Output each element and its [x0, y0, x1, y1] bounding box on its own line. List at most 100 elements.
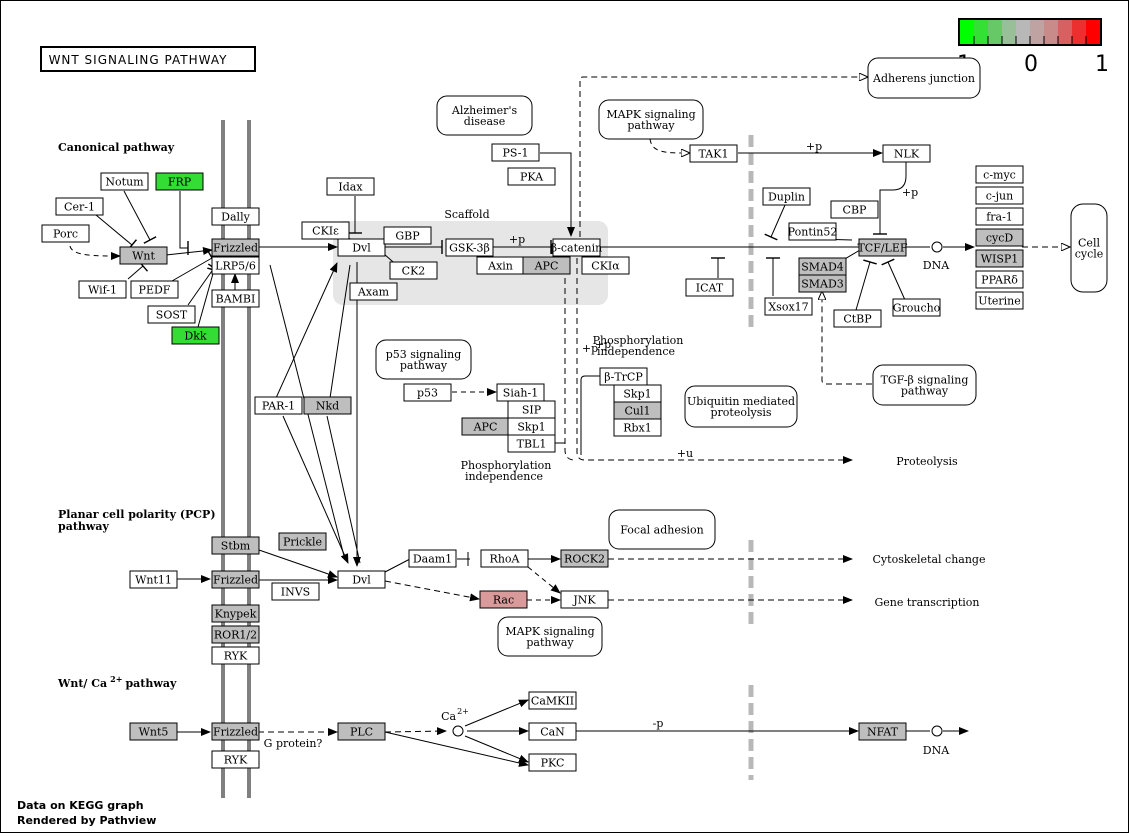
gene-node-ctbp[interactable]: CtBP: [833, 309, 882, 328]
gene-node-ck2[interactable]: CK2: [389, 261, 438, 280]
gene-node-skp1b[interactable]: Skp1: [613, 384, 662, 403]
gene-node-rock2[interactable]: ROCK2: [560, 549, 609, 568]
gene-node-duplin[interactable]: Duplin: [762, 187, 811, 206]
gene-node-tak1[interactable]: TAK1: [689, 144, 738, 163]
gene-node-sost[interactable]: SOST: [147, 305, 196, 324]
gene-node-icat[interactable]: ICAT: [685, 278, 734, 297]
gene-node-frp[interactable]: FRP: [155, 172, 204, 191]
gene-node-pka[interactable]: PKA: [507, 167, 556, 186]
gene-node-frizzled3[interactable]: Frizzled: [211, 722, 260, 741]
gene-node-wif1[interactable]: Wif-1: [78, 280, 127, 299]
gene-node-nlk[interactable]: NLK: [882, 144, 931, 163]
note-p-gsk: +p: [509, 233, 525, 246]
gene-node-wnt[interactable]: Wnt: [119, 246, 168, 265]
gene-node-frizzled2[interactable]: Frizzled: [211, 570, 260, 589]
gene-node-dkk[interactable]: Dkk: [171, 326, 220, 345]
gene-node-dvl2[interactable]: Dvl: [337, 570, 386, 589]
gene-node-cer1[interactable]: Cer-1: [55, 197, 104, 216]
gene-node-camkii[interactable]: CaMKII: [528, 691, 577, 710]
gene-node-ckie[interactable]: CKIε: [301, 221, 350, 240]
gene-node-ppard[interactable]: PPARδ: [975, 270, 1024, 289]
gene-node-ckia[interactable]: CKIα: [581, 256, 630, 275]
gene-node-tbl1[interactable]: TBL1: [507, 434, 556, 453]
note-p-tak: +p: [806, 140, 822, 153]
gene-node-ryk1[interactable]: RYK: [211, 646, 260, 665]
gene-node-tcflef[interactable]: TCF/LEF: [857, 238, 908, 257]
gene-node-lrp56[interactable]: LRP5/6: [211, 256, 260, 275]
gene-node-siah1[interactable]: Siah-1: [496, 383, 545, 402]
gene-box: [211, 238, 260, 257]
gene-box: [211, 604, 260, 623]
gene-node-gsk3b[interactable]: GSK-3β: [445, 238, 494, 257]
gene-node-idax[interactable]: Idax: [326, 177, 375, 196]
gene-node-rbx1[interactable]: Rbx1: [613, 418, 662, 437]
gene-node-axam[interactable]: Axam: [349, 282, 398, 301]
gene-node-dally[interactable]: Dally: [211, 207, 260, 226]
gene-node-notum[interactable]: Notum: [100, 172, 149, 191]
gene-node-can[interactable]: CaN: [528, 722, 577, 741]
map-node-focal[interactable]: Focal adhesion: [608, 509, 716, 550]
gene-node-nfat[interactable]: NFAT: [858, 722, 907, 741]
gene-node-prickle[interactable]: Prickle: [278, 532, 327, 551]
gene-node-cycd[interactable]: cycD: [975, 228, 1024, 247]
gene-node-cbp[interactable]: CBP: [830, 200, 879, 219]
gene-node-par1[interactable]: PAR-1: [254, 396, 303, 415]
gene-node-pedf[interactable]: PEDF: [130, 280, 179, 299]
map-label: proteolysis: [710, 406, 771, 419]
map-label: pathway: [526, 636, 574, 649]
gene-node-frizzled1[interactable]: Frizzled: [211, 238, 260, 257]
gene-node-bcat[interactable]: β-catenin: [551, 238, 602, 257]
gene-node-cmyc[interactable]: c-myc: [975, 165, 1024, 184]
map-box: [867, 57, 981, 99]
gene-node-ryk2[interactable]: RYK: [211, 750, 260, 769]
edge-par1-dvl2: [282, 415, 349, 564]
gene-node-daam1[interactable]: Daam1: [408, 549, 457, 568]
gene-box: [491, 143, 540, 162]
gene-node-groucho[interactable]: Groucho: [892, 298, 941, 317]
gene-node-btrcp[interactable]: β-TrCP: [599, 367, 648, 386]
gene-node-smad4[interactable]: SMAD4: [798, 257, 847, 276]
gene-node-rhoa[interactable]: RhoA: [480, 549, 529, 568]
gene-label: Frizzled: [213, 242, 258, 255]
gene-node-skp1a[interactable]: Skp1: [507, 417, 556, 436]
gene-node-fra1[interactable]: fra-1: [975, 207, 1024, 226]
gene-node-wnt5[interactable]: Wnt5: [129, 722, 178, 741]
gene-node-ror12[interactable]: ROR1/2: [211, 625, 260, 644]
gene-node-xsox17[interactable]: Xsox17: [764, 297, 813, 316]
map-node-adherens[interactable]: Adherens junction: [867, 57, 981, 99]
gene-node-porc[interactable]: Porc: [41, 224, 90, 243]
note-p-nlk: +p: [902, 186, 918, 199]
gene-node-nkd[interactable]: Nkd: [303, 396, 352, 415]
gene-node-p53[interactable]: p53: [403, 383, 452, 402]
gene-node-gbp[interactable]: GBP: [383, 226, 432, 245]
gene-node-jnk[interactable]: JNK: [560, 590, 609, 609]
gene-node-dvl1[interactable]: Dvl: [337, 238, 386, 257]
gene-node-cul1[interactable]: Cul1: [613, 401, 662, 420]
gene-node-axin[interactable]: Axin: [476, 256, 525, 275]
gene-node-knypek[interactable]: Knypek: [211, 604, 260, 623]
gene-node-smad3[interactable]: SMAD3: [798, 274, 847, 293]
gene-node-invs[interactable]: INVS: [271, 582, 320, 601]
gene-node-wnt11[interactable]: Wnt11: [129, 570, 178, 589]
gene-node-apc1[interactable]: APC: [522, 256, 571, 275]
gene-node-apc2[interactable]: APC: [461, 417, 510, 436]
gene-node-bambi[interactable]: BAMBI: [211, 289, 260, 308]
gene-node-ps1[interactable]: PS-1: [491, 143, 540, 162]
gene-node-uterine[interactable]: Uterine: [975, 291, 1024, 310]
gene-node-pontin52[interactable]: Pontin52: [788, 222, 838, 241]
gene-node-pkc[interactable]: PKC: [528, 753, 577, 772]
gene-node-rac[interactable]: Rac: [479, 590, 528, 609]
gene-node-cjun[interactable]: c-jun: [975, 186, 1024, 205]
gene-node-sip[interactable]: SIP: [507, 400, 556, 419]
gene-node-plc[interactable]: PLC: [337, 722, 386, 741]
gene-node-wisp1[interactable]: WISP1: [975, 249, 1024, 268]
gene-node-stbm[interactable]: Stbm: [211, 536, 260, 555]
gene-label: NFAT: [867, 726, 899, 739]
